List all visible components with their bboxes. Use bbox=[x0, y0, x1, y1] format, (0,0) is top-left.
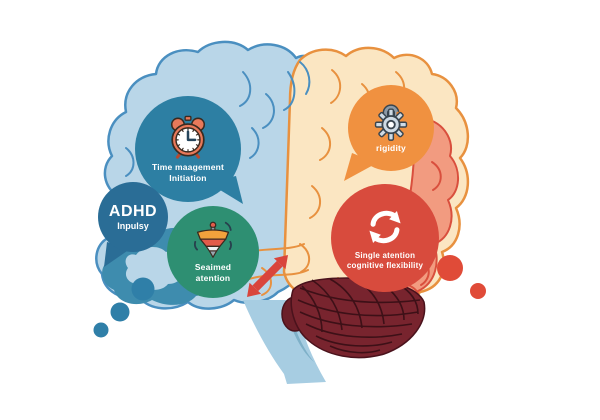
left-folds bbox=[125, 61, 311, 177]
double-arrow bbox=[247, 255, 288, 297]
sustained-attention-bubble: Seaimed atention bbox=[167, 206, 259, 298]
rigidity-bubble: rigidity bbox=[348, 85, 434, 171]
flexibility-line2: cognitive flexibility bbox=[346, 261, 424, 270]
cognitive-flexibility-bubble: Single atention cognitive flexibility bbox=[331, 184, 439, 292]
gear-lock-icon bbox=[374, 104, 408, 142]
adhd-title: ADHD bbox=[108, 203, 158, 221]
spinning-top-icon bbox=[193, 221, 232, 258]
flexibility-line1: Single atention bbox=[354, 250, 416, 260]
sustained-bubble-line2: atention bbox=[195, 273, 231, 283]
accent-dots bbox=[437, 255, 486, 299]
adhd-subtitle: Inpulsy bbox=[117, 220, 149, 231]
cycle-arrows-icon bbox=[369, 210, 401, 243]
sustained-bubble-line1: Seaimed bbox=[194, 261, 232, 272]
alarm-clock-icon bbox=[170, 115, 206, 159]
thought-dots bbox=[93, 277, 155, 338]
time-bubble-line2: Initiation bbox=[169, 173, 207, 183]
adhd-bubble: ADHD Inpulsy bbox=[98, 182, 168, 252]
rigidity-label: rigidity bbox=[376, 143, 406, 154]
time-management-bubble: Time maagement Initiation bbox=[135, 96, 241, 202]
time-bubble-line1: Time maagement bbox=[151, 161, 225, 172]
